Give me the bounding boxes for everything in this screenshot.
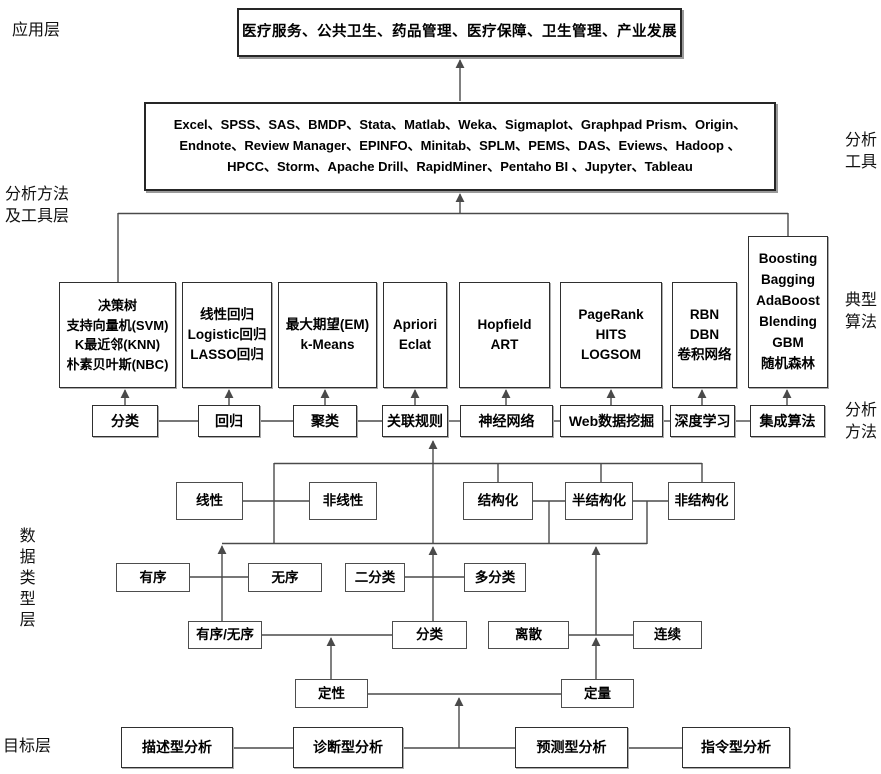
method-box-classification: 分类 — [92, 405, 158, 437]
application-box: 医疗服务、公共卫生、药品管理、医疗保障、卫生管理、产业发展 — [237, 8, 682, 57]
method-box-ensemble: 集成算法 — [750, 405, 825, 437]
data-box-discrete: 离散 — [488, 621, 569, 649]
goal-box-predictive: 预测型分析 — [515, 727, 628, 768]
plain-connectors — [117, 212, 789, 749]
label-analysis-tools: 分析工具 — [845, 132, 878, 171]
data-box-unstructured: 非结构化 — [668, 482, 735, 520]
label-data-type-layer: 数据类型层 — [16, 527, 34, 632]
label-analysis-methods: 分析方法 — [845, 402, 878, 441]
data-box-quantitative: 定量 — [561, 679, 634, 708]
label-application-layer: 应用层 — [12, 22, 61, 39]
method-box-regression: 回归 — [198, 405, 260, 437]
goal-box-prescriptive: 指令型分析 — [682, 727, 790, 768]
data-box-ordered-unordered: 有序/无序 — [188, 621, 262, 649]
method-box-web-mining: Web数据挖掘 — [560, 405, 663, 437]
flow-arrows — [120, 59, 792, 748]
data-box-unordered: 无序 — [248, 563, 322, 592]
algorithm-box-clustering: 最大期望(EM) k-Means — [278, 282, 377, 388]
algorithm-box-classification: 决策树 支持向量机(SVM) K最近邻(KNN) 朴素贝叶斯(NBC) — [59, 282, 176, 388]
data-box-structured: 结构化 — [463, 482, 533, 520]
label-typical-algorithms: 典型算法 — [845, 292, 878, 331]
data-box-ordered: 有序 — [116, 563, 190, 592]
data-box-categorical: 分类 — [392, 621, 467, 649]
method-box-clustering: 聚类 — [293, 405, 357, 437]
algorithm-box-regression: 线性回归 Logistic回归 LASSO回归 — [182, 282, 272, 388]
data-box-continuous: 连续 — [633, 621, 702, 649]
data-box-semi-structured: 半结构化 — [565, 482, 633, 520]
algorithm-box-ensemble: Boosting Bagging AdaBoost Blending GBM 随… — [748, 236, 828, 388]
method-box-neural-network: 神经网络 — [460, 405, 553, 437]
tools-box: Excel、SPSS、SAS、BMDP、Stata、Matlab、Weka、Si… — [144, 102, 776, 191]
algorithm-box-neural-network: Hopfield ART — [459, 282, 550, 388]
data-box-linear: 线性 — [176, 482, 243, 520]
data-box-qualitative: 定性 — [295, 679, 368, 708]
goal-box-diagnostic: 诊断型分析 — [293, 727, 403, 768]
label-goal-layer: 目标层 — [3, 738, 52, 755]
goal-box-descriptive: 描述型分析 — [121, 727, 233, 768]
algorithm-box-web-mining: PageRank HITS LOGSOM — [560, 282, 662, 388]
data-box-multi-class: 多分类 — [464, 563, 526, 592]
method-box-deep-learning: 深度学习 — [670, 405, 735, 437]
algorithm-box-deep-learning: RBN DBN 卷积网络 — [672, 282, 737, 388]
algorithm-box-association-rules: Apriori Eclat — [383, 282, 447, 388]
data-box-nonlinear: 非线性 — [309, 482, 377, 520]
label-method-tool-layer: 分析方法及工具层 — [5, 186, 70, 225]
method-box-association-rules: 关联规则 — [382, 405, 448, 437]
data-box-binary-class: 二分类 — [345, 563, 405, 592]
